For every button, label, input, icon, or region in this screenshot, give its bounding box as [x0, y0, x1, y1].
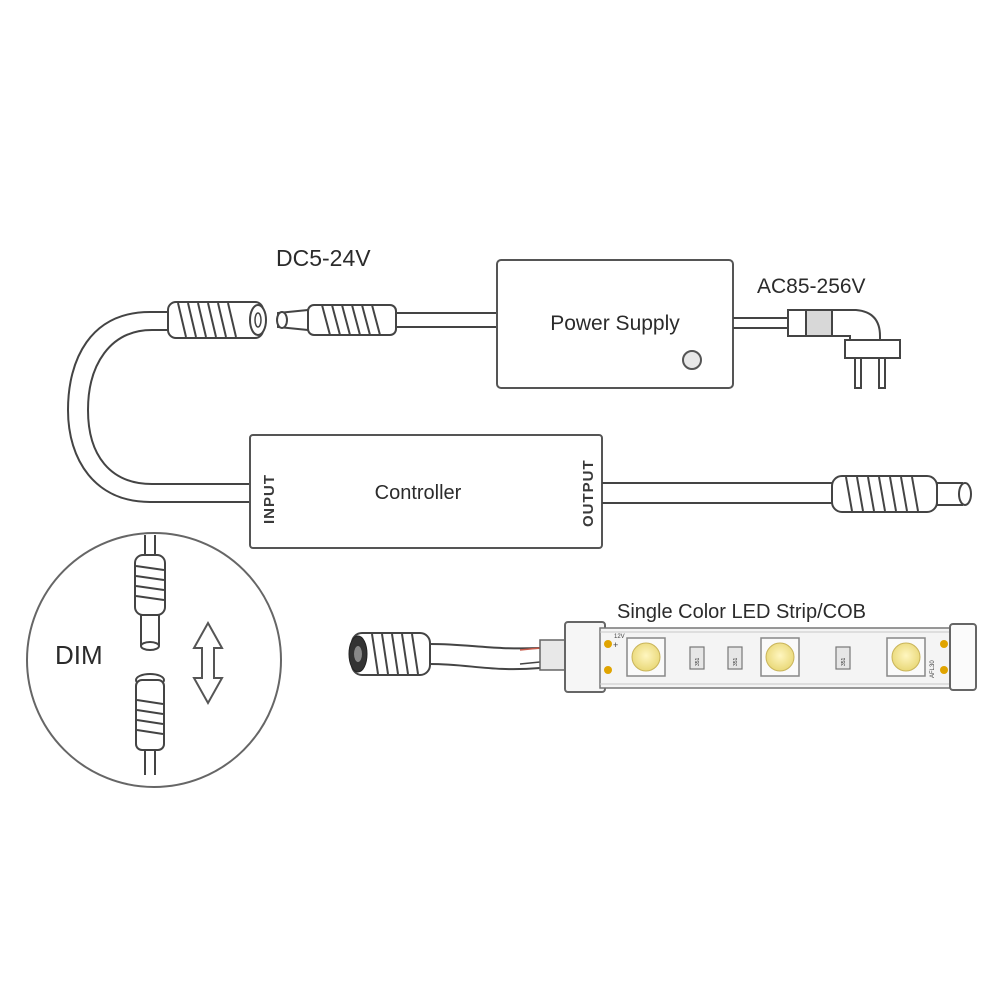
loop-cable	[66, 311, 250, 503]
dim-label: DIM	[55, 640, 103, 670]
led-strip-label: Single Color LED Strip/COB	[617, 601, 866, 623]
ac-plug-icon	[787, 309, 901, 389]
strip-voltage-mark: 12V	[614, 634, 625, 640]
input-label: INPUT	[261, 474, 278, 524]
indicator-light-icon	[682, 350, 702, 370]
power-supply-label: Power Supply	[550, 312, 680, 335]
resistor-code: 351	[733, 657, 739, 666]
solder-pad	[604, 666, 612, 674]
dc-female-socket	[167, 301, 267, 339]
led-chip	[626, 637, 666, 677]
led-chip	[760, 637, 800, 677]
strip-connector-socket	[348, 632, 431, 676]
dc-voltage-label: DC5-24V	[276, 245, 371, 271]
plus-mark: +	[613, 640, 618, 650]
ac-voltage-label: AC85-256V	[757, 275, 866, 298]
led-strip-body: 12V + 351 351 351	[599, 627, 956, 689]
controller-label: Controller	[375, 482, 462, 504]
dim-inset: DIM	[26, 532, 282, 788]
dim-male-plug-icon	[134, 535, 166, 651]
controller-box: Controller INPUT OUTPUT	[249, 434, 603, 549]
resistor-chip: 351	[689, 646, 705, 670]
output-cable	[602, 482, 832, 504]
dc-male-plug	[276, 304, 397, 336]
strip-end-cap	[949, 623, 977, 691]
power-cable	[395, 312, 497, 328]
solder-pad	[940, 640, 948, 648]
strip-clip	[539, 621, 606, 693]
dim-female-socket-icon	[135, 673, 165, 775]
power-supply-box: Power Supply	[496, 259, 734, 389]
double-arrow-icon	[192, 620, 224, 706]
solder-pad	[604, 640, 612, 648]
output-label: OUTPUT	[580, 459, 597, 527]
resistor-chip: 351	[727, 646, 743, 670]
resistor-code: 351	[841, 657, 847, 666]
plug-ridges	[321, 304, 381, 336]
led-chip	[886, 637, 926, 677]
solder-pad	[940, 666, 948, 674]
ac-cord	[733, 317, 790, 329]
strip-end-code: AFL30	[930, 660, 936, 678]
output-dc-plug	[831, 475, 972, 513]
resistor-code: 351	[695, 657, 701, 666]
resistor-chip: 351	[835, 646, 851, 670]
